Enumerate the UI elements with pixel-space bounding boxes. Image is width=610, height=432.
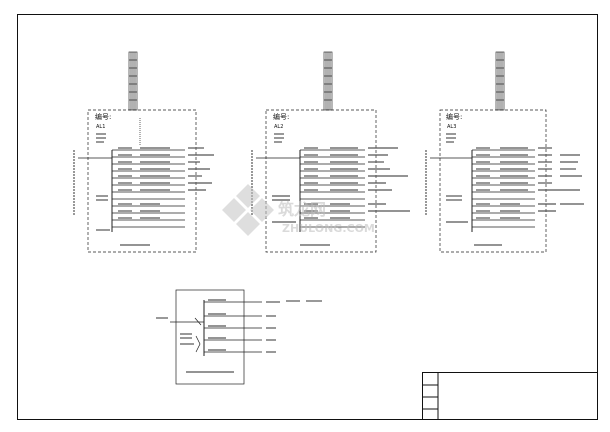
sheet-outer-border <box>17 14 598 420</box>
panel-3-heading: 编号: <box>446 112 462 121</box>
panel-1-heading: 编号: <box>95 112 111 121</box>
distribution-panel-1 <box>78 51 197 253</box>
panel-2-heading: 编号: <box>273 112 289 121</box>
panel-enclosure <box>265 109 377 253</box>
zhulong-logo-icon <box>222 184 274 236</box>
watermark: 筑龙网 ZHULONG.COM <box>222 184 375 236</box>
panel-3-circuit-labels <box>425 133 584 246</box>
box-enclosure <box>175 289 245 385</box>
panel-2-code: AL2 <box>274 124 283 130</box>
title-block <box>422 372 598 420</box>
panel-1-code: AL1 <box>96 124 105 130</box>
panel-enclosure <box>439 109 547 253</box>
sub-box-circuit-labels <box>156 299 322 373</box>
sub-distribution-box <box>170 289 262 385</box>
watermark-brand: 筑龙网 <box>278 200 326 219</box>
panel-3-code: AL3 <box>447 124 456 130</box>
panel-2-circuit-labels <box>251 133 410 246</box>
title-block-frame <box>422 372 598 420</box>
panel-1-circuit-labels <box>73 133 214 246</box>
watermark-site: ZHULONG.COM <box>282 222 375 235</box>
distribution-panel-3 <box>430 51 547 253</box>
distribution-panel-2 <box>256 51 377 253</box>
panel-enclosure <box>87 109 197 253</box>
